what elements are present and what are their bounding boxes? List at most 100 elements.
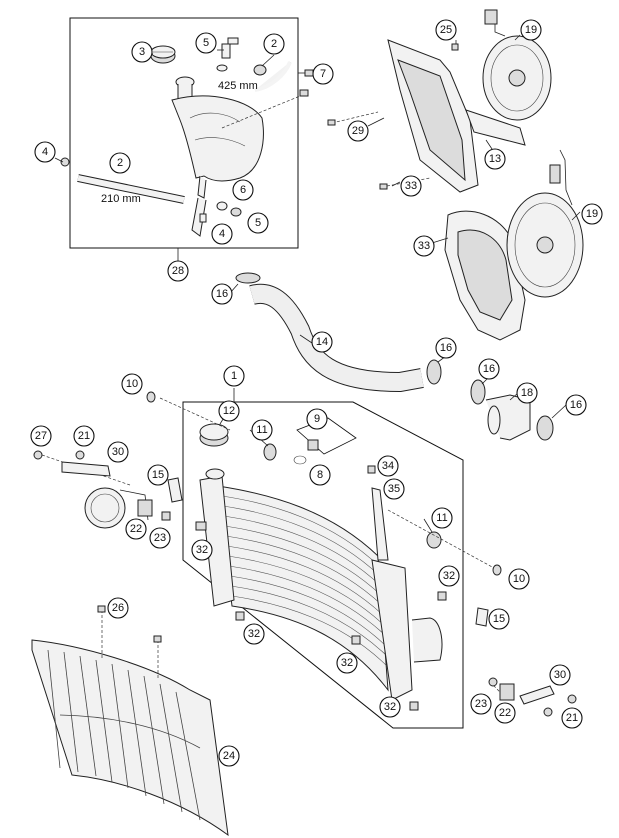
callout-23a: 23 [149, 527, 171, 549]
dimension-425mm: 425 mm [218, 80, 258, 92]
callout-13: 13 [484, 148, 506, 170]
callout-11a: 11 [251, 419, 273, 441]
callout-32e: 32 [379, 696, 401, 718]
svg-text:21: 21 [566, 712, 578, 724]
callout-8: 8 [309, 464, 331, 486]
kit-box-frame [69, 17, 299, 249]
callout-35: 35 [383, 478, 405, 500]
callout-16c: 16 [478, 358, 500, 380]
svg-text:32: 32 [384, 701, 396, 713]
callout-22b: 22 [494, 702, 516, 724]
callout-4a: 4 [34, 141, 56, 163]
svg-text:16: 16 [483, 363, 495, 375]
callout-10a: 10 [121, 373, 143, 395]
callout-5a: 5 [195, 32, 217, 54]
svg-text:4: 4 [42, 146, 48, 158]
callout-33b: 33 [413, 235, 435, 257]
hose-lower-part [77, 174, 185, 204]
svg-text:5: 5 [255, 217, 261, 229]
callout-2b: 2 [109, 152, 131, 174]
callout-32b: 32 [243, 623, 265, 645]
svg-text:30: 30 [554, 669, 566, 681]
svg-text:32: 32 [443, 570, 455, 582]
callout-16b: 16 [435, 337, 457, 359]
svg-text:21: 21 [78, 430, 90, 442]
callout-16d: 16 [565, 394, 587, 416]
svg-text:27: 27 [35, 430, 47, 442]
lower-fan-assembly [444, 149, 584, 341]
callout-26: 26 [107, 597, 129, 619]
svg-text:19: 19 [525, 24, 537, 36]
expansion-tank-part [171, 76, 264, 237]
right-mount-group [475, 607, 577, 717]
svg-text:7: 7 [320, 68, 326, 80]
callout-28: 28 [167, 260, 189, 282]
callout-30b: 30 [549, 664, 571, 686]
svg-text:23: 23 [154, 532, 166, 544]
svg-text:25: 25 [440, 24, 452, 36]
tank-cap-part [150, 45, 176, 64]
svg-text:11: 11 [436, 512, 447, 524]
callout-14: 14 [311, 331, 333, 353]
svg-text:28: 28 [172, 265, 184, 277]
svg-text:34: 34 [382, 460, 394, 472]
callout-32a: 32 [191, 539, 213, 561]
svg-text:32: 32 [196, 544, 208, 556]
callout-19a: 19 [520, 19, 542, 41]
callout-23b: 23 [470, 693, 492, 715]
bolt-7 [298, 69, 314, 77]
svg-text:1: 1 [231, 370, 237, 382]
upper-fan-assembly [327, 9, 552, 193]
svg-text:15: 15 [152, 469, 164, 481]
callout-25: 25 [435, 19, 457, 41]
dimension-210mm: 210 mm [101, 193, 141, 205]
svg-text:15: 15 [493, 613, 505, 625]
svg-text:26: 26 [112, 602, 124, 614]
svg-text:32: 32 [248, 628, 260, 640]
callout-3: 3 [131, 41, 153, 63]
svg-text:18: 18 [521, 387, 533, 399]
svg-text:13: 13 [489, 153, 501, 165]
svg-text:2: 2 [271, 38, 277, 50]
svg-text:35: 35 [388, 483, 400, 495]
svg-text:22: 22 [499, 707, 511, 719]
svg-text:10: 10 [513, 573, 525, 585]
callout-10b: 10 [508, 568, 530, 590]
svg-text:16: 16 [216, 288, 228, 300]
svg-text:3: 3 [139, 46, 145, 58]
svg-text:2: 2 [117, 157, 123, 169]
callout-6: 6 [232, 179, 254, 201]
svg-text:4: 4 [219, 228, 225, 240]
radiator-hose-group [235, 272, 554, 441]
callout-1: 1 [223, 365, 245, 387]
fitting-part [221, 37, 239, 59]
svg-text:12: 12 [223, 405, 235, 417]
svg-text:32: 32 [341, 657, 353, 669]
radiator-assembly [146, 388, 502, 729]
svg-text:33: 33 [418, 240, 430, 252]
svg-text:22: 22 [130, 523, 142, 535]
svg-text:29: 29 [352, 125, 364, 137]
svg-text:30: 30 [112, 446, 124, 458]
callout-32d: 32 [336, 652, 358, 674]
svg-text:8: 8 [317, 469, 323, 481]
left-mount-group [33, 450, 183, 529]
callout-24: 24 [218, 745, 240, 767]
callout-32c: 32 [438, 565, 460, 587]
callout-27: 27 [30, 425, 52, 447]
callout-29: 29 [347, 120, 369, 142]
svg-text:24: 24 [223, 750, 235, 762]
callout-22a: 22 [125, 518, 147, 540]
callout-15a: 15 [147, 464, 169, 486]
svg-text:11: 11 [256, 424, 267, 436]
callout-2a: 2 [263, 33, 285, 55]
radiator-guard-part [31, 605, 229, 837]
svg-text:5: 5 [203, 37, 209, 49]
callout-21b: 21 [561, 707, 583, 729]
svg-text:14: 14 [316, 336, 328, 348]
callout-18: 18 [516, 382, 538, 404]
callout-19b: 19 [581, 203, 603, 225]
svg-text:19: 19 [586, 208, 598, 220]
callout-5b: 5 [247, 212, 269, 234]
callout-11b: 11 [431, 507, 453, 529]
